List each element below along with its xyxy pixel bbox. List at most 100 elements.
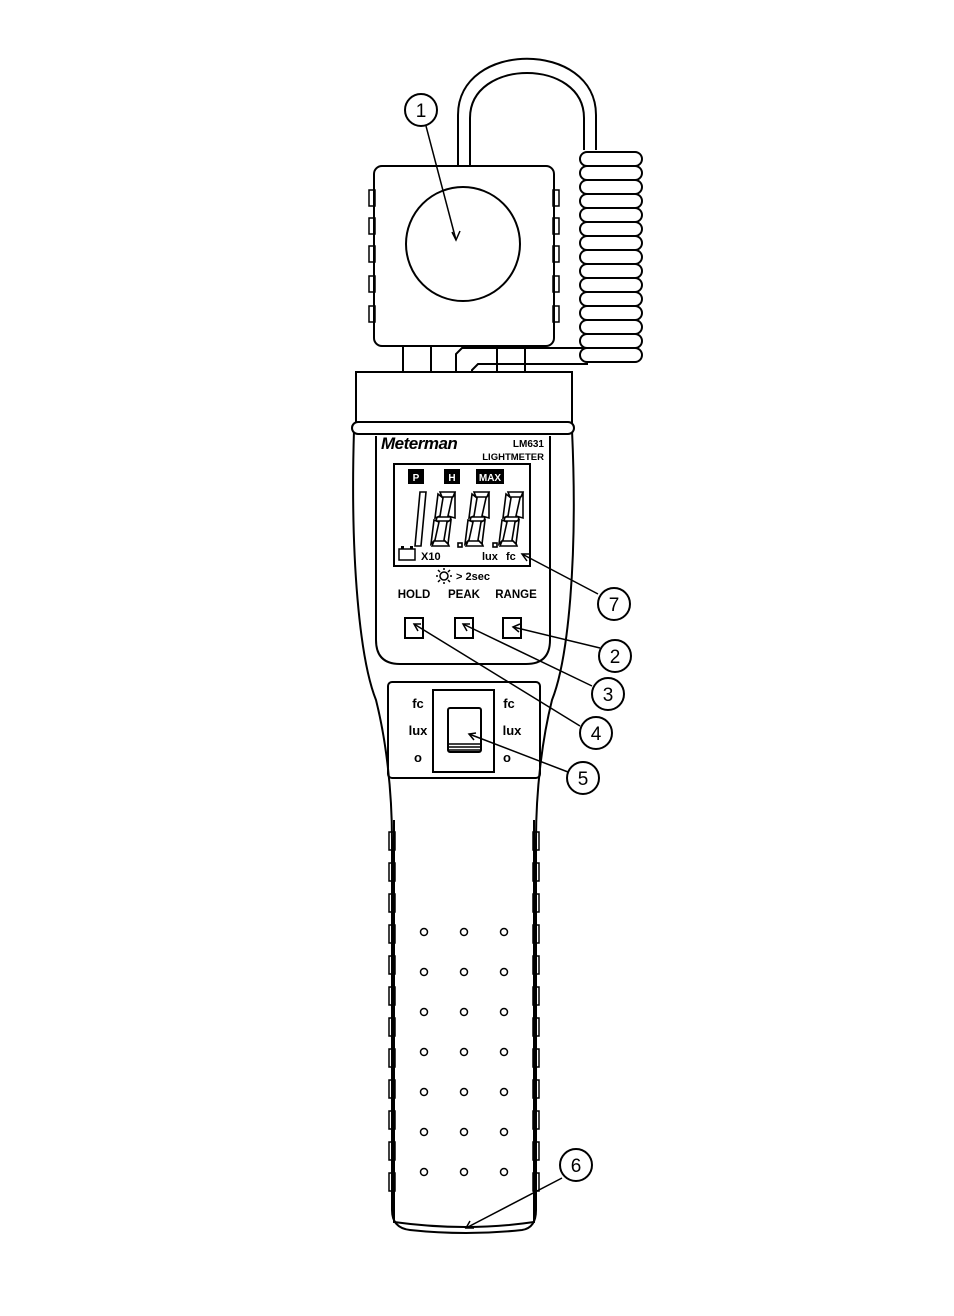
hold-flag-box bbox=[444, 469, 460, 484]
grip-rib bbox=[388, 986, 396, 1006]
lcd-digit-2 bbox=[429, 491, 457, 547]
multiplier-label: X10 bbox=[421, 551, 441, 563]
peak-button-label: PEAK bbox=[448, 589, 481, 601]
brand-logo: Meterman bbox=[381, 434, 457, 453]
switch-right-lux: lux bbox=[503, 723, 523, 738]
sun-icon bbox=[436, 568, 452, 584]
cord-coil bbox=[579, 333, 643, 349]
hold-button[interactable] bbox=[404, 617, 424, 639]
head-rib bbox=[552, 305, 560, 323]
grip-rib bbox=[532, 924, 540, 944]
cord-coil bbox=[579, 207, 643, 223]
meter-body bbox=[351, 371, 575, 1234]
callout-3-number: 3 bbox=[603, 685, 614, 706]
callout-5: 5 bbox=[566, 761, 600, 795]
switch-left-off: o bbox=[414, 750, 422, 765]
grip-rib bbox=[388, 1048, 396, 1068]
grip-dot bbox=[419, 967, 429, 977]
grip-dot bbox=[419, 1087, 429, 1097]
cord-coil bbox=[579, 347, 643, 363]
lcd-decimal-point-2 bbox=[492, 542, 498, 548]
cord-coil bbox=[579, 305, 643, 321]
grip-rib bbox=[532, 1079, 540, 1099]
light-sensor-window bbox=[405, 186, 521, 302]
head-rib bbox=[368, 217, 376, 235]
head-rib bbox=[552, 275, 560, 293]
lcd-digit-4 bbox=[497, 491, 525, 547]
switch-right-off: o bbox=[503, 750, 511, 765]
grip-dot bbox=[459, 1007, 469, 1017]
unit-fc-label: fc bbox=[506, 551, 516, 563]
max-flag: MAX bbox=[479, 473, 502, 484]
grip-dot bbox=[499, 927, 509, 937]
cord-coil bbox=[579, 249, 643, 265]
grip-rib bbox=[388, 1017, 396, 1037]
hold-button-label: HOLD bbox=[398, 589, 431, 601]
battery-icon bbox=[398, 546, 416, 561]
cord-coil bbox=[579, 235, 643, 251]
grip-dot bbox=[499, 1047, 509, 1057]
grip-dot bbox=[499, 1167, 509, 1177]
cord-coil bbox=[579, 193, 643, 209]
callout-7: 7 bbox=[597, 587, 631, 621]
switch-left-lux: lux bbox=[409, 723, 429, 738]
cord-coil bbox=[579, 221, 643, 237]
grip-dot bbox=[419, 1047, 429, 1057]
grip-dot bbox=[459, 1167, 469, 1177]
head-rib bbox=[552, 217, 560, 235]
callout-7-number: 7 bbox=[609, 595, 620, 616]
grip-rib bbox=[388, 955, 396, 975]
grip-rib bbox=[532, 955, 540, 975]
callout-2: 2 bbox=[598, 639, 632, 673]
sensor-cord bbox=[455, 57, 643, 372]
head-rib bbox=[552, 245, 560, 263]
grip-dot bbox=[459, 1127, 469, 1137]
sensor-head bbox=[368, 165, 560, 375]
max-flag-box bbox=[476, 469, 504, 484]
backlight-hint: > 2sec bbox=[456, 571, 490, 583]
grip-dot bbox=[459, 1087, 469, 1097]
lcd-digit-3 bbox=[463, 491, 491, 547]
callout-6: 6 bbox=[559, 1148, 593, 1182]
grip-rib bbox=[388, 924, 396, 944]
grip-rib bbox=[532, 1048, 540, 1068]
head-rib bbox=[368, 245, 376, 263]
grip-rib bbox=[388, 1172, 396, 1192]
peak-flag: P bbox=[413, 473, 420, 484]
callout-1-number: 1 bbox=[416, 101, 427, 122]
cord-coil bbox=[579, 165, 643, 181]
head-rib bbox=[552, 189, 560, 207]
grip-rib bbox=[532, 986, 540, 1006]
cord-coil bbox=[579, 277, 643, 293]
grip-rib bbox=[532, 1017, 540, 1037]
cord-coil bbox=[579, 151, 643, 167]
grip-dot bbox=[459, 927, 469, 937]
grip-rib bbox=[532, 862, 540, 882]
function-switch[interactable] bbox=[432, 689, 495, 773]
peak-flag-box bbox=[408, 469, 424, 484]
grip-dot bbox=[419, 1007, 429, 1017]
grip-rib bbox=[532, 831, 540, 851]
callout-leaders bbox=[412, 125, 601, 1229]
range-button[interactable] bbox=[502, 617, 522, 639]
grip-rib bbox=[388, 831, 396, 851]
cord-coil bbox=[579, 179, 643, 195]
callout-4: 4 bbox=[579, 716, 613, 750]
grip-dot bbox=[419, 1127, 429, 1137]
callout-2-number: 2 bbox=[610, 647, 621, 668]
switch-right-fc: fc bbox=[503, 696, 515, 711]
callout-6-number: 6 bbox=[571, 1156, 582, 1177]
callout-5-number: 5 bbox=[578, 769, 589, 790]
grip-rib bbox=[388, 1079, 396, 1099]
grip-rib bbox=[532, 893, 540, 913]
cord-coil bbox=[579, 263, 643, 279]
head-rib bbox=[368, 305, 376, 323]
lcd-display: P H MAX X10 lux fc bbox=[393, 463, 531, 567]
head-rib bbox=[368, 275, 376, 293]
lcd-digit-1 bbox=[414, 491, 427, 547]
grip-dot bbox=[499, 1127, 509, 1137]
cord-coil bbox=[579, 319, 643, 335]
grip-rib bbox=[532, 1110, 540, 1130]
grip-dot bbox=[419, 927, 429, 937]
